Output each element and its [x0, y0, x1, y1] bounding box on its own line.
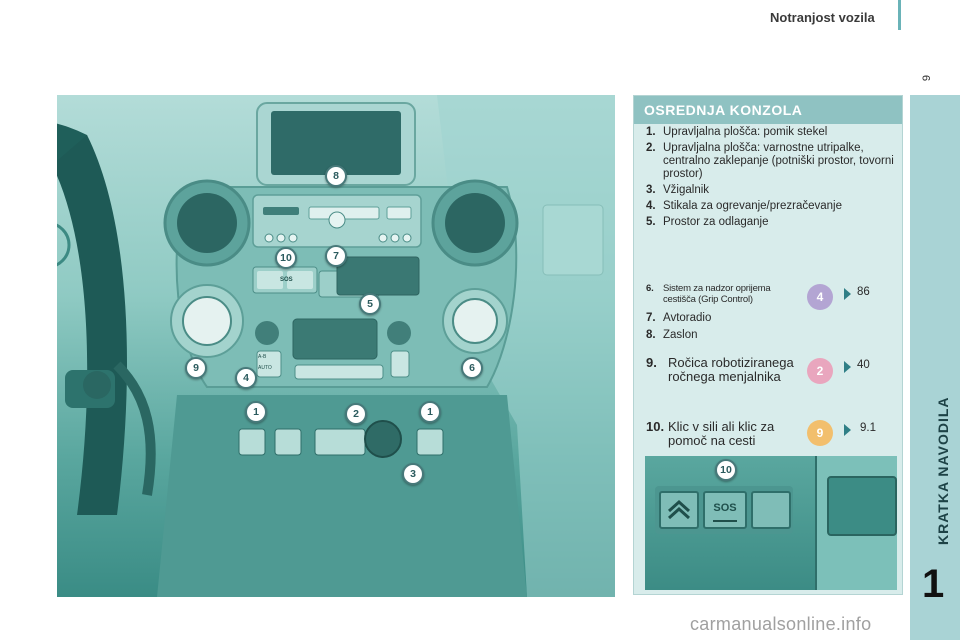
sos-label: SOS: [280, 277, 293, 283]
chapter-badge-9: 9: [807, 420, 833, 446]
callout-5: 5: [359, 293, 381, 315]
inset-callout-10: 10: [715, 459, 737, 481]
callout-1-right: 1: [419, 401, 441, 423]
chapter-badge-2: 2: [807, 358, 833, 384]
sos-button: SOS: [703, 491, 747, 529]
arrow-icon: [844, 424, 851, 436]
section-title: Notranjost vozila: [770, 10, 875, 25]
legend-item-5: 5. Prostor za odlaganje: [646, 216, 769, 228]
callout-3: 3: [402, 463, 424, 485]
chapter-sidebar: [910, 95, 960, 640]
chapter-number: 1: [922, 562, 945, 606]
legend-item-10: 10. Klic v sili ali klic za pomoč na ces…: [646, 419, 775, 448]
callout-8: 8: [325, 165, 347, 187]
panel-title: OSREDNJA KONZOLA: [634, 96, 902, 124]
chapter-badge-4: 4: [807, 284, 833, 310]
page-ref-9-1: 9.1: [860, 422, 876, 434]
legend-item-8: 8. Zaslon: [646, 329, 698, 341]
callout-1-left: 1: [245, 401, 267, 423]
callout-6: 6: [461, 357, 483, 379]
watermark: carmanualsonline.info: [690, 614, 872, 634]
legend-item-9: 9. Ročica robotiziranega ročnega menjaln…: [646, 355, 794, 384]
arrow-icon: [844, 288, 851, 300]
legend-item-7: 7. Avtoradio: [646, 312, 712, 324]
blank-button: [751, 491, 791, 529]
chapter-title: KRATKA NAVODILA: [935, 396, 951, 545]
callout-10: 10: [275, 247, 297, 269]
callout-9: 9: [185, 357, 207, 379]
traction-button: [659, 491, 699, 529]
callout-4: 4: [235, 367, 257, 389]
page-number: 9: [921, 74, 934, 82]
header-accent-bar: [898, 0, 901, 30]
chevron-up-icon: [667, 499, 691, 520]
page-ref-40: 40: [857, 359, 870, 371]
auto-label: AUTO: [258, 365, 272, 371]
legend-item-6: 6. Sistem za nadzor oprijema cestišča (G…: [646, 283, 771, 305]
center-console-illustration: SOS A-B AUTO 8 10 7 5 9 4 6 1 2 1 3: [57, 95, 615, 597]
legend-item-3: 3. Vžigalnik: [646, 184, 710, 196]
ab-label: A-B: [258, 354, 267, 360]
arrow-icon: [844, 361, 851, 373]
callout-2: 2: [345, 403, 367, 425]
console-drawing: [57, 95, 615, 597]
legend-item-2: 2. Upravljalna plošča: varnostne utripal…: [646, 142, 894, 180]
callout-7: 7: [325, 245, 347, 267]
sos-closeup-illustration: SOS 10: [645, 456, 897, 590]
legend-item-4: 4. Stikala za ogrevanje/prezračevanje: [646, 200, 842, 212]
page-ref-86: 86: [857, 286, 870, 298]
legend-item-1: 1. Upravljalna plošča: pomik stekel: [646, 126, 828, 138]
